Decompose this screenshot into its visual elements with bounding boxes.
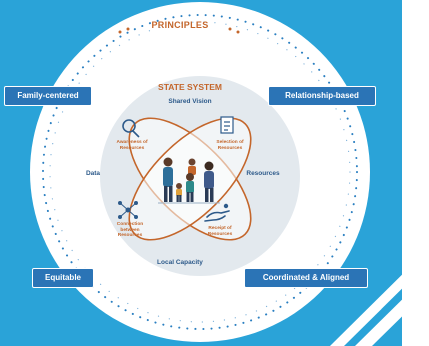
magnifier-icon: [122, 119, 140, 138]
title-dots: [118, 27, 240, 34]
petal-line: between: [120, 227, 140, 233]
dotted-outer-ring: [42, 14, 358, 330]
petal-line: Resources: [217, 145, 243, 151]
family-icon: [158, 157, 220, 204]
right-edge-band: [402, 0, 429, 346]
petal-line: Connection: [116, 222, 144, 227]
hand-receive-icon: [204, 203, 230, 222]
principle-relationship-based: Relationship-based: [268, 86, 376, 106]
petal-line: Resources: [207, 231, 233, 237]
principle-equitable: Equitable: [32, 268, 94, 288]
network-icon: [118, 201, 138, 219]
petal-line: Selection of: [216, 140, 244, 145]
resources-label: Resources: [246, 170, 280, 177]
principles-title: PRINCIPLES: [151, 20, 209, 30]
petal-line: Resources: [117, 233, 143, 239]
dotted-inner-ring: [49, 21, 351, 323]
principle-coordinated-aligned: Coordinated & Aligned: [244, 268, 368, 288]
petal-label-connection: Connection between Resources: [108, 222, 152, 239]
state-system-title: STATE SYSTEM: [158, 82, 222, 92]
shared-vision-label: Shared Vision: [168, 98, 212, 105]
petal-line: Receipt of: [208, 226, 232, 231]
petal-line: Resources: [119, 145, 145, 151]
data-label: Data: [85, 170, 101, 177]
principle-family-centered: Family-centered: [4, 86, 92, 106]
petal-label-awareness: Awareness of Resources: [110, 140, 154, 151]
petal-label-receipt: Receipt of Resources: [198, 226, 242, 237]
petal-label-selection: Selection of Resources: [208, 140, 252, 151]
document-icon: [220, 116, 234, 134]
petal-line: Awareness of: [116, 140, 148, 145]
local-capacity-label: Local Capacity: [157, 259, 203, 266]
